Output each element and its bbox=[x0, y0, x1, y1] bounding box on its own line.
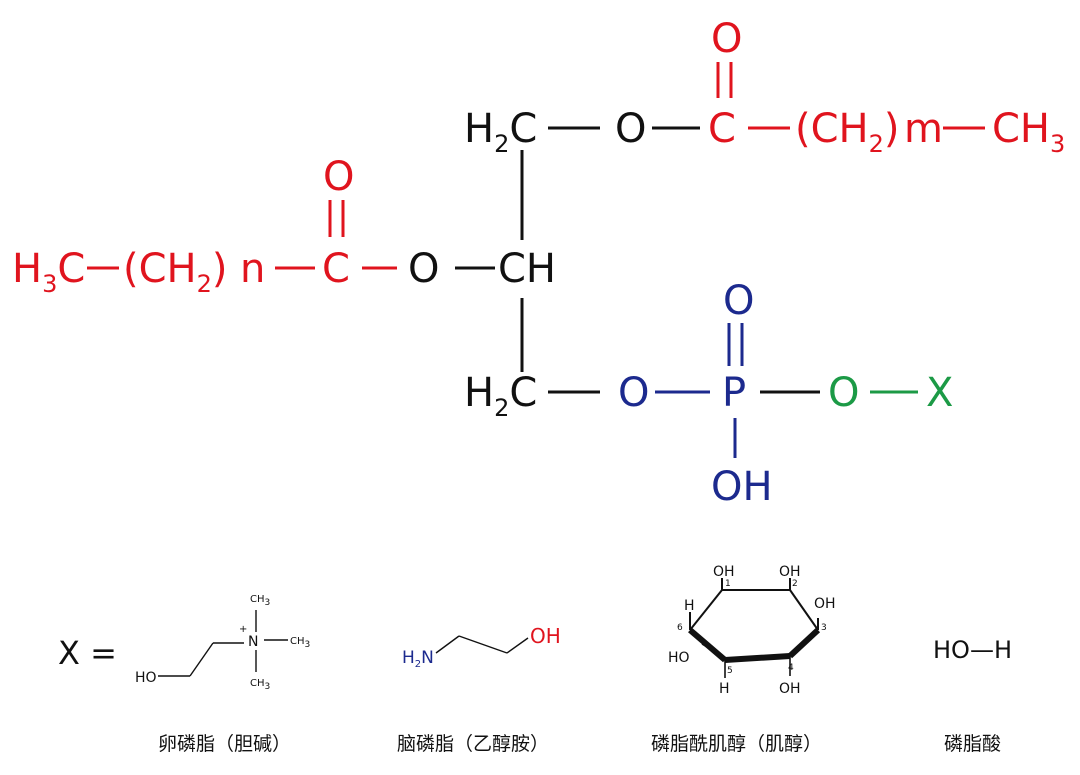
svg-text:CH3: CH3 bbox=[290, 636, 310, 650]
h2c-top-sub: 2 bbox=[494, 130, 509, 158]
o-x-link: O bbox=[828, 370, 859, 416]
ethanolamine-h: H bbox=[402, 648, 415, 668]
caption-lecithin: 卵磷脂（胆碱） bbox=[158, 733, 291, 755]
choline-ch3-top: CH bbox=[250, 594, 265, 605]
inositol-structure: OH OH OH OH HO H H 1 2 3 4 5 6 bbox=[668, 564, 836, 697]
choline-ho: HO bbox=[135, 670, 157, 686]
paren-open-top: ( bbox=[795, 106, 811, 152]
caption-phosphatidic-acid: 磷脂酸 bbox=[944, 733, 1001, 755]
ch-mid: CH bbox=[498, 246, 556, 292]
choline-structure: HO N + CH3 CH3 CH3 bbox=[135, 594, 310, 692]
svg-text:H3C: H3C bbox=[12, 246, 85, 298]
ethanolamine-n: N bbox=[421, 648, 434, 668]
p-atom: P bbox=[722, 370, 746, 416]
ethanolamine-structure: H2N OH bbox=[402, 624, 561, 670]
x-group-labels: O X bbox=[828, 370, 953, 416]
glycerol-labels: H2C O O CH H2C bbox=[408, 106, 646, 422]
choline-ch3-top-sub: 3 bbox=[265, 598, 271, 608]
o-carbonyl-top: O bbox=[711, 16, 742, 62]
ch-left-sub: 2 bbox=[197, 270, 212, 298]
n-label: n bbox=[240, 246, 265, 292]
paren-close-left: ) bbox=[212, 246, 228, 292]
h2c-bottom-h: H bbox=[464, 370, 494, 416]
choline-ch3-right-sub: 3 bbox=[305, 640, 311, 650]
inositol-h5: H bbox=[719, 681, 730, 697]
ch3-top: CH bbox=[992, 106, 1050, 152]
svg-text:CH3: CH3 bbox=[250, 678, 270, 692]
ch-top: CH bbox=[811, 106, 869, 152]
inositol-oh2: OH bbox=[779, 564, 801, 580]
inositol-ho5: HO bbox=[668, 650, 690, 666]
ch3-top-sub: 3 bbox=[1050, 130, 1065, 158]
o-phosphoester: O bbox=[618, 370, 649, 416]
choline-ch3-bottom: CH bbox=[250, 678, 265, 689]
choline-n: N bbox=[248, 634, 258, 650]
caption-phosphatidylinositol: 磷脂酰肌醇（肌醇） bbox=[651, 733, 822, 755]
h3c-c: C bbox=[57, 246, 85, 292]
phosphate-labels: O P O OH bbox=[618, 278, 773, 510]
choline-ch3-bottom-sub: 3 bbox=[265, 682, 271, 692]
svg-text:(CH2): (CH2) bbox=[795, 106, 900, 158]
svg-text:(CH2): (CH2) bbox=[123, 246, 228, 298]
m-label: m bbox=[904, 106, 943, 152]
svg-text:H2C: H2C bbox=[464, 370, 537, 422]
h3c-sub: 3 bbox=[42, 270, 57, 298]
h3c-h: H bbox=[12, 246, 42, 292]
o-carbonyl-left: O bbox=[323, 154, 354, 200]
o-ester-top: O bbox=[615, 106, 646, 152]
backbone-bonds bbox=[455, 126, 700, 394]
c-carbonyl-top: C bbox=[708, 106, 736, 152]
inositol-oh1: OH bbox=[713, 564, 735, 580]
x-group: X bbox=[926, 370, 953, 416]
choline-ch3-right: CH bbox=[290, 636, 305, 647]
svg-text:H2C: H2C bbox=[464, 106, 537, 158]
inositol-n5: 5 bbox=[727, 666, 733, 676]
water-label: HO—H bbox=[933, 636, 1012, 664]
h2c-bottom-c: C bbox=[509, 370, 537, 416]
ethanolamine-sub: 2 bbox=[415, 659, 421, 670]
inositol-h6: H bbox=[684, 598, 695, 614]
ch-top-sub: 2 bbox=[869, 130, 884, 158]
oh-phosphate: OH bbox=[711, 464, 773, 510]
svg-text:CH3: CH3 bbox=[250, 594, 270, 608]
phosphate-bonds bbox=[655, 323, 744, 458]
top-acyl-labels: O C (CH2) m CH3 bbox=[708, 16, 1065, 158]
inositol-oh3: OH bbox=[814, 596, 836, 612]
caption-cephalin: 脑磷脂（乙醇胺） bbox=[397, 733, 549, 755]
inositol-n1: 1 bbox=[725, 579, 731, 589]
inositol-oh4: OH bbox=[779, 681, 801, 697]
ch-left: CH bbox=[139, 246, 197, 292]
o-phosphoryl: O bbox=[723, 278, 754, 324]
x-equals-label: X = bbox=[58, 634, 117, 672]
o-ester-mid: O bbox=[408, 246, 439, 292]
ethanolamine-oh: OH bbox=[530, 624, 561, 648]
left-acyl-labels: H3C (CH2) n O C bbox=[12, 154, 354, 298]
c-carbonyl-left: C bbox=[322, 246, 350, 292]
inositol-n6: 6 bbox=[677, 623, 683, 633]
inositol-n4: 4 bbox=[788, 663, 794, 673]
inositol-n3: 3 bbox=[821, 623, 827, 633]
inositol-n2: 2 bbox=[792, 579, 798, 589]
h2c-bottom-sub: 2 bbox=[494, 394, 509, 422]
paren-close-top: ) bbox=[884, 106, 900, 152]
h2c-top-h: H bbox=[464, 106, 494, 152]
svg-text:H2N: H2N bbox=[402, 648, 434, 670]
svg-text:CH3: CH3 bbox=[992, 106, 1065, 158]
paren-open-left: ( bbox=[123, 246, 139, 292]
h2c-top-c: C bbox=[509, 106, 537, 152]
choline-plus: + bbox=[239, 624, 247, 635]
acyl-bonds bbox=[87, 62, 985, 270]
